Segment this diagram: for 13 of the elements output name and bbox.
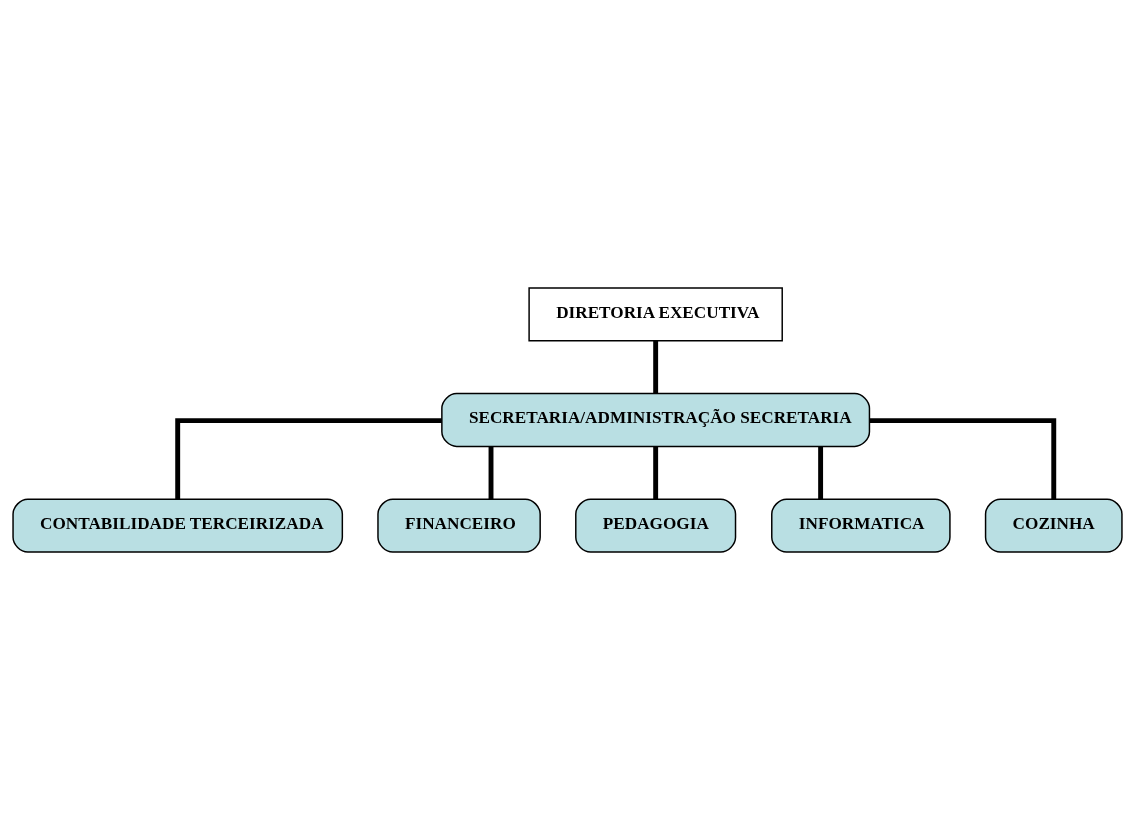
node-box: CONTABILIDADE TERCEIRIZADA xyxy=(12,498,344,553)
node-box: INFORMATICA xyxy=(771,498,951,553)
connector xyxy=(818,446,824,499)
node-box: COZINHA xyxy=(984,498,1123,553)
node-box: PEDAGOGIA xyxy=(575,498,737,553)
connector xyxy=(488,446,494,499)
connector xyxy=(175,418,442,500)
connector xyxy=(653,341,659,394)
connector xyxy=(869,418,1057,500)
node-box: DIRETORIA EXECUTIVA xyxy=(528,287,783,342)
node-box: FINANCEIRO xyxy=(377,498,541,553)
connector xyxy=(653,446,659,499)
node-box: SECRETARIA/ADMINISTRAÇÃO SECRETARIA xyxy=(441,392,871,448)
